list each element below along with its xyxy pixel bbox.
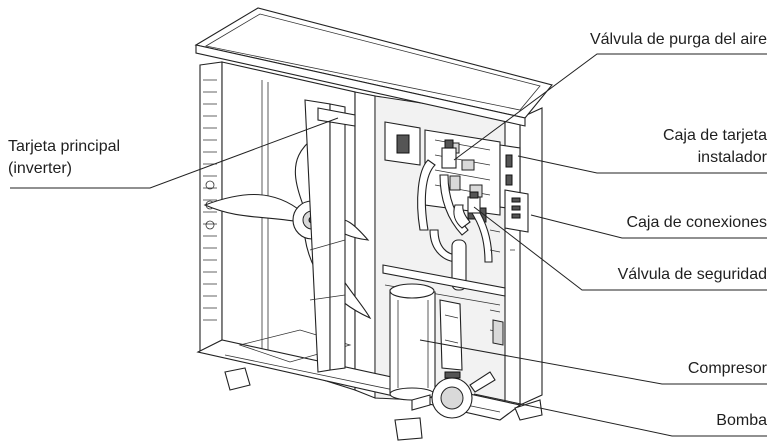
piping — [382, 159, 506, 306]
label-main-board-line2: (inverter) — [8, 160, 73, 177]
leader-main-board — [10, 117, 339, 189]
leader-air-purge-valve — [453, 53, 767, 161]
label-air-purge-valve: Válvula de purga del aire — [589, 31, 767, 48]
label-main-board-line1: Tarjeta principal — [8, 138, 121, 155]
label-installer-board-line1: Caja de tarjeta — [662, 127, 767, 144]
side-louvers — [203, 79, 217, 321]
wall-details — [489, 229, 504, 346]
leader-pump — [473, 393, 767, 437]
pump — [411, 371, 496, 419]
label-pump: Bomba — [716, 412, 767, 429]
leader-compressor — [419, 339, 767, 385]
leader-safety-valve — [473, 206, 767, 291]
label-safety-valve: Válvula de seguridad — [617, 266, 767, 283]
fan-motor-bracket — [304, 99, 356, 373]
leader-installer-board — [517, 155, 767, 174]
label-compressor: Compresor — [687, 360, 767, 377]
label-installer-board-line2: instalador — [697, 149, 767, 166]
connection-box — [504, 189, 529, 233]
leader-lines — [10, 53, 767, 437]
top-cover — [194, 7, 553, 127]
label-connection-box: Caja de conexiones — [626, 214, 767, 231]
leader-connection-box — [530, 214, 767, 239]
